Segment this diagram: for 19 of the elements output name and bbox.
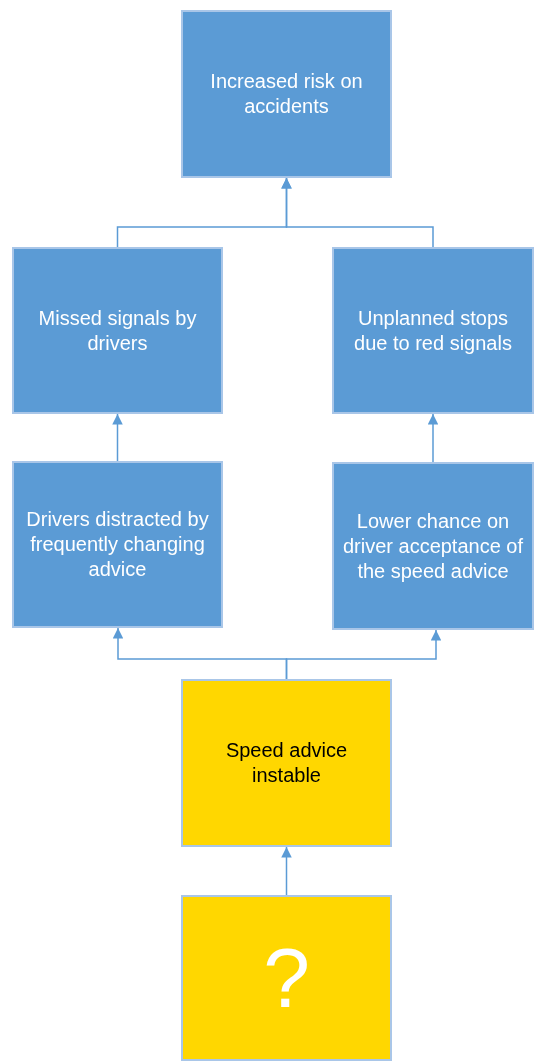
box-label: Lower chance on driver acceptance of the speed advice <box>342 508 524 584</box>
box-label: Missed signals by drivers <box>37 305 198 356</box>
effect-box <box>12 247 223 414</box>
box-label: Speed advice instable <box>224 738 349 788</box>
effect-box <box>332 247 534 414</box>
arrow <box>285 629 442 680</box>
effect-box <box>12 461 223 628</box>
cause-box <box>181 679 392 847</box>
arrow <box>281 177 434 248</box>
arrow <box>112 413 123 462</box>
arrow <box>427 413 439 463</box>
effect-box <box>332 462 534 630</box>
effect-box <box>181 10 392 178</box>
unknown-cause-box <box>181 895 392 1061</box>
box-label: Drivers distracted by frequently changing advice <box>25 507 210 582</box>
box-label: Increased risk on accidents <box>209 69 364 119</box>
arrow <box>281 846 292 896</box>
question-mark: ? <box>263 929 310 1027</box>
box-label: Unplanned stops due to red signals <box>353 305 513 356</box>
